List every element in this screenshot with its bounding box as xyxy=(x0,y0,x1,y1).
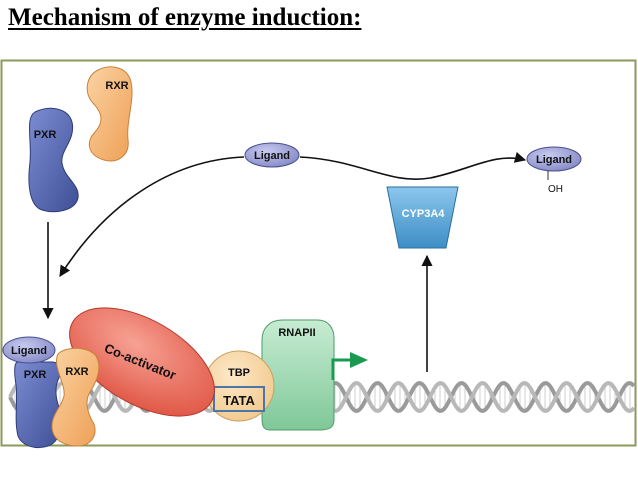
rxr-free: RXR xyxy=(86,66,133,162)
tata-label: TATA xyxy=(223,393,255,408)
rxr-bound-label: RXR xyxy=(65,366,88,378)
rnapii-label: RNAPII xyxy=(278,327,315,339)
ligand-bound-label: Ligand xyxy=(11,345,47,357)
ligand-free-label: Ligand xyxy=(254,150,290,162)
ligand-free: Ligand xyxy=(244,142,300,168)
pxr-free-shape xyxy=(28,107,79,213)
rxr-bound-shape xyxy=(51,347,100,447)
pxr-bound-shape xyxy=(14,361,62,449)
tbp-label: TBP xyxy=(228,367,250,379)
ligand-metabolite-shape xyxy=(526,146,582,172)
pxr-bound: PXR xyxy=(14,361,62,449)
ligand-metabolite-label: Ligand xyxy=(536,154,572,166)
coactivator: Co-activator xyxy=(69,307,215,417)
transcription-start-head xyxy=(350,352,368,368)
arrow-ligand-to-metabolite xyxy=(299,151,527,180)
rnapii-shape xyxy=(261,319,335,431)
rnapii-complex: RNAPII xyxy=(261,319,335,431)
transcription-start-arrow xyxy=(331,352,368,380)
pxr-free: PXR xyxy=(28,107,79,213)
rxr-free-label: RXR xyxy=(105,80,128,92)
pxr-bound-label: PXR xyxy=(24,369,47,381)
cyp3a4-enzyme: CYP3A4 xyxy=(386,186,459,249)
tbp-complex: TBP TATA xyxy=(203,350,275,422)
ligand-free-shape xyxy=(244,142,300,168)
slide-title: Mechanism of enzyme induction: xyxy=(8,4,362,31)
transcription-start-line xyxy=(331,358,352,380)
ligand-bound-shape xyxy=(2,336,56,364)
pxr-free-label: PXR xyxy=(34,129,57,141)
ligand-metabolite: Ligand OH xyxy=(526,146,582,195)
cyp3a4-label: CYP3A4 xyxy=(402,208,446,220)
coactivator-shape xyxy=(69,307,215,417)
rxr-free-shape xyxy=(86,66,133,162)
rxr-bound: RXR xyxy=(51,347,100,447)
hydroxyl-label: OH xyxy=(548,184,563,195)
tata-box xyxy=(213,386,265,412)
arrow-ligand-to-receptor xyxy=(59,156,245,277)
ligand-bound: Ligand xyxy=(2,336,56,364)
cyp3a4-shape xyxy=(386,186,459,249)
